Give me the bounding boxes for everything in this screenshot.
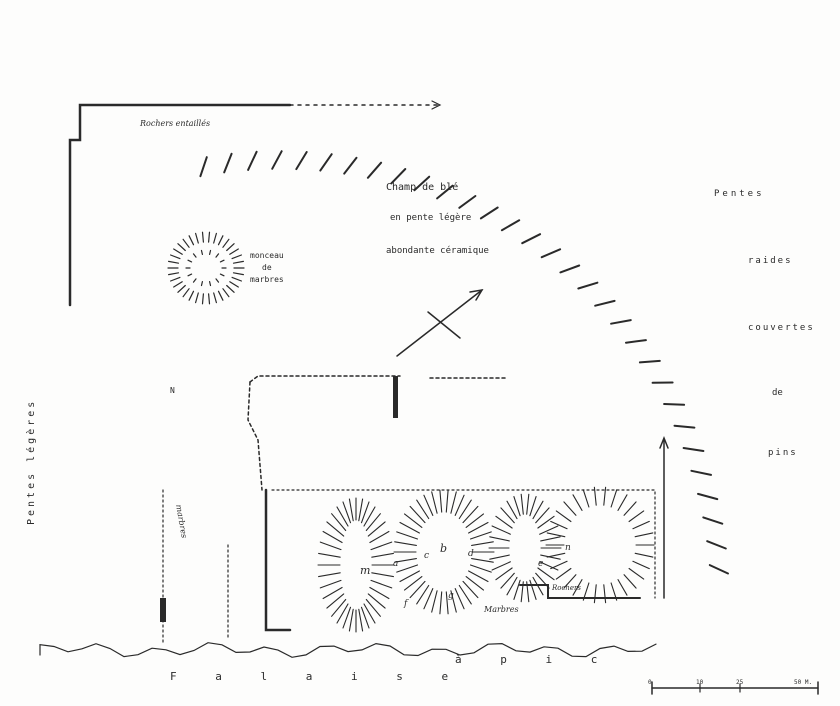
- label-n: N: [170, 386, 175, 395]
- label-m: m: [360, 564, 370, 577]
- label-rochers-small: Rochers: [551, 584, 581, 592]
- label-f: f: [403, 599, 409, 609]
- marble-mound: [167, 231, 245, 305]
- label-pentes-legeres: Pentes légères: [25, 399, 37, 525]
- wall-stub: [393, 376, 398, 418]
- scale-bar: [651, 681, 819, 695]
- inner-mounds: [317, 486, 655, 633]
- enclosure-wall-south-west: [264, 488, 292, 632]
- label-pentes-raides-2: raides: [748, 256, 793, 266]
- label-n-small: n: [565, 543, 571, 553]
- label-marbres-bottom: Marbres: [483, 605, 519, 614]
- slope-hatching-arc: [199, 150, 729, 575]
- label-e: e: [538, 559, 543, 569]
- label-pentes-raides-1: Pentes: [714, 189, 765, 199]
- label-pentes-raides-4: de: [772, 388, 783, 398]
- scale-label-25: 25: [736, 679, 744, 686]
- label-b: b: [440, 542, 447, 555]
- label-champ-2: en pente légère: [390, 212, 471, 223]
- label-a: a: [393, 559, 398, 569]
- label-rochers-entailles: Rochers entaillés: [139, 119, 210, 128]
- label-pentes-raides-5: pins: [768, 448, 798, 458]
- enclosure-wall-west: [68, 103, 292, 307]
- enclosure-dotted-outline: [271, 489, 656, 599]
- label-monceau-3: marbres: [250, 275, 284, 284]
- label-monceau-2: de: [262, 263, 272, 272]
- label-monceau-1: monceau: [250, 251, 284, 260]
- upper-enclosure-dotted: [249, 375, 506, 383]
- label-c: c: [424, 551, 429, 561]
- scale-label-50: 50 M.: [794, 679, 812, 686]
- label-falaise: F a l a i s e: [170, 670, 464, 683]
- north-arrow: [396, 288, 484, 357]
- label-g: g: [448, 591, 454, 601]
- cliff-edge: [39, 642, 657, 658]
- label-pentes-raides-3: couvertes: [748, 323, 815, 333]
- rochers-wall: [519, 584, 641, 599]
- label-a-pic: à p i c: [455, 653, 613, 666]
- label-champ-1: Champ de blé: [386, 181, 458, 193]
- label-champ-3: abondante céramique: [386, 245, 489, 256]
- label-d: d: [468, 549, 474, 559]
- upper-enclosure-west-dotted: [247, 381, 263, 491]
- label-marbres-vertical: marbres: [174, 504, 189, 539]
- wall-arrow-head: [431, 100, 442, 110]
- scale-label-0: 0: [648, 679, 652, 686]
- scale-label-10: 10: [696, 679, 704, 686]
